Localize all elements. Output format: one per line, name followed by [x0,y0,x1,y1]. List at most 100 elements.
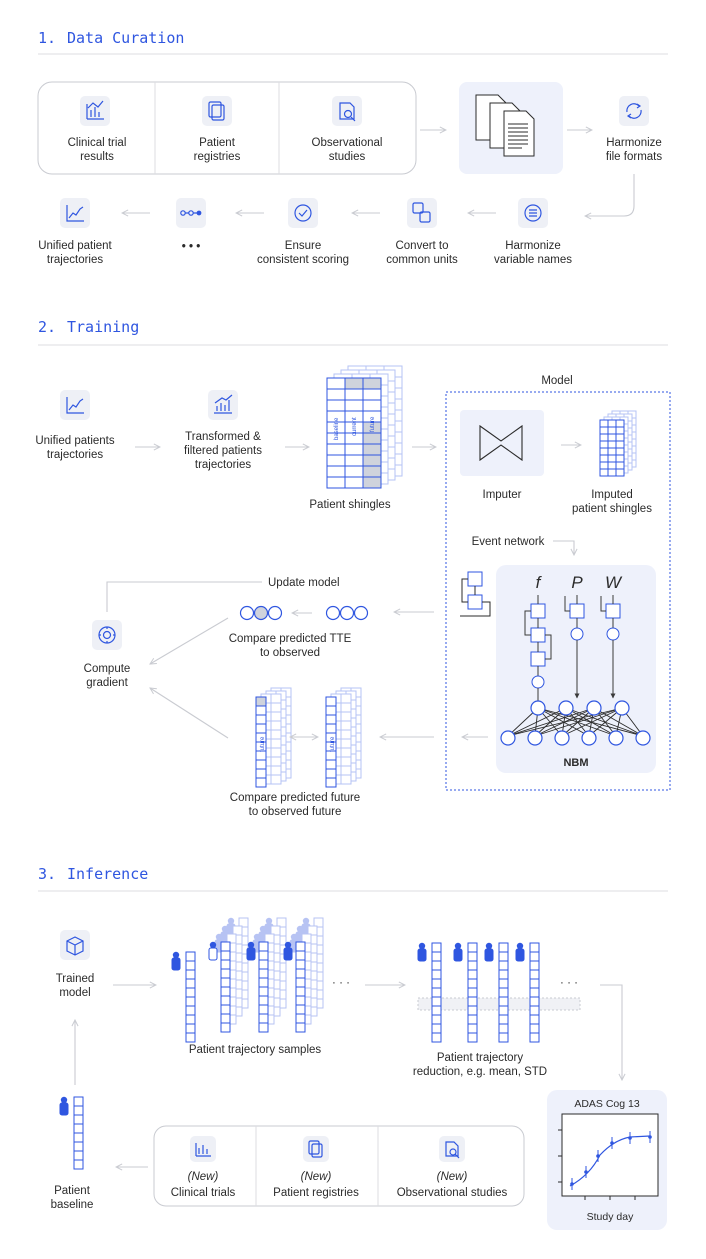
grid-cell [599,468,609,477]
trajectory-cell [258,941,269,952]
refresh-icon [619,96,649,126]
grid-cell [345,753,357,764]
grid-cell [344,443,364,456]
grid-cell [255,714,267,725]
trajectory-cell [467,960,478,971]
trajectory-cell [467,1032,478,1043]
bar-trend-icon [208,390,238,420]
grid-cell [607,461,617,470]
grid-cell [362,432,382,445]
source-label: results [80,151,114,163]
f-block [530,603,546,619]
trajectory-cell [220,950,231,961]
shingle-col-label: baseline [334,417,340,440]
grid-cell [345,771,357,782]
section-inference: 3. Inference Trained model Patient traje… [38,865,668,1230]
trajectory-cell [295,950,306,961]
person-body [484,948,494,962]
person-body [417,948,427,962]
trajectory-cell [185,969,196,980]
trajectory-cell [529,1023,540,1034]
convert-icon [407,198,437,228]
grid-cell [280,714,292,725]
grid-cell [611,410,621,419]
grid-cell [383,442,403,455]
grid-cell [365,365,385,378]
step-label: Harmonize [606,137,662,149]
data-point [584,1170,588,1174]
grid-cell [345,726,357,737]
grid-cell [280,696,292,707]
grid-cell [255,759,267,770]
p-block [569,603,585,619]
grid-cell [280,741,292,752]
grid-cell [270,702,282,713]
grid-cell [362,377,382,390]
grid-cell [340,750,352,761]
grid-cell [270,765,282,776]
compare-future-label: to observed future [249,806,342,818]
grid-cell [627,452,637,461]
nbm-network [500,595,651,746]
trajectory-cell [467,942,478,953]
grid-cell [270,720,282,731]
samples-label: Patient trajectory samples [189,1044,322,1056]
grid-cell [383,409,403,422]
grid-cell [270,729,282,740]
grid-cell [340,729,352,740]
grid-cell [362,388,382,401]
grid-cell [607,419,617,428]
grid-cell [326,465,346,478]
unified-label: trajectories [47,449,103,461]
grid-cell [350,714,362,725]
badge-check-icon [288,198,318,228]
trajectory-cell [467,969,478,980]
trajectory-cell [498,1032,509,1043]
data-point [570,1182,574,1186]
event-network-label: Event network [472,536,545,548]
trajectory-cell [498,1023,509,1034]
trajectory-cell [73,1159,84,1170]
grid-cell [326,377,346,390]
grid-cell [362,399,382,412]
person-head [209,941,217,949]
grid-cell [270,711,282,722]
trajectory-cell [431,1014,442,1025]
grid-cell [627,431,637,440]
grid-cell [325,768,337,779]
trajectory-cell [220,959,231,970]
compute-gradient-label: Compute [84,663,131,675]
w-path [600,595,614,628]
grid-cell [255,705,267,716]
trajectory-cell [220,995,231,1006]
nbm-output-node [500,730,516,746]
section-title: Training [67,318,139,336]
grid-cell [345,708,357,719]
shingle-col-label: current [352,417,358,436]
trajectory-cell [529,1014,540,1025]
source-label: Patient [199,137,236,149]
grid-cell [376,369,396,382]
grid-cell [350,696,362,707]
update-model-arrow [106,581,262,612]
nbm-panel [496,565,656,773]
variable-p: P [571,573,583,592]
grid-cell [280,759,292,770]
nbm-hidden-node [530,700,546,716]
imputer-icon [460,410,544,476]
trajectory-cell [431,1023,442,1034]
nbm-output-node [554,730,570,746]
grid-cell [350,741,362,752]
grid-cell [345,744,357,755]
trajectory-cell [529,1032,540,1043]
trajectory-cell [73,1123,84,1134]
f-block [530,627,546,643]
grid-cell [255,777,267,788]
trajectory-cell [467,1014,478,1025]
grid-cell [280,723,292,734]
person-head [221,925,229,933]
trajectory-cell [498,969,509,980]
nbm-edge [507,707,595,737]
source-label: studies [329,151,366,163]
